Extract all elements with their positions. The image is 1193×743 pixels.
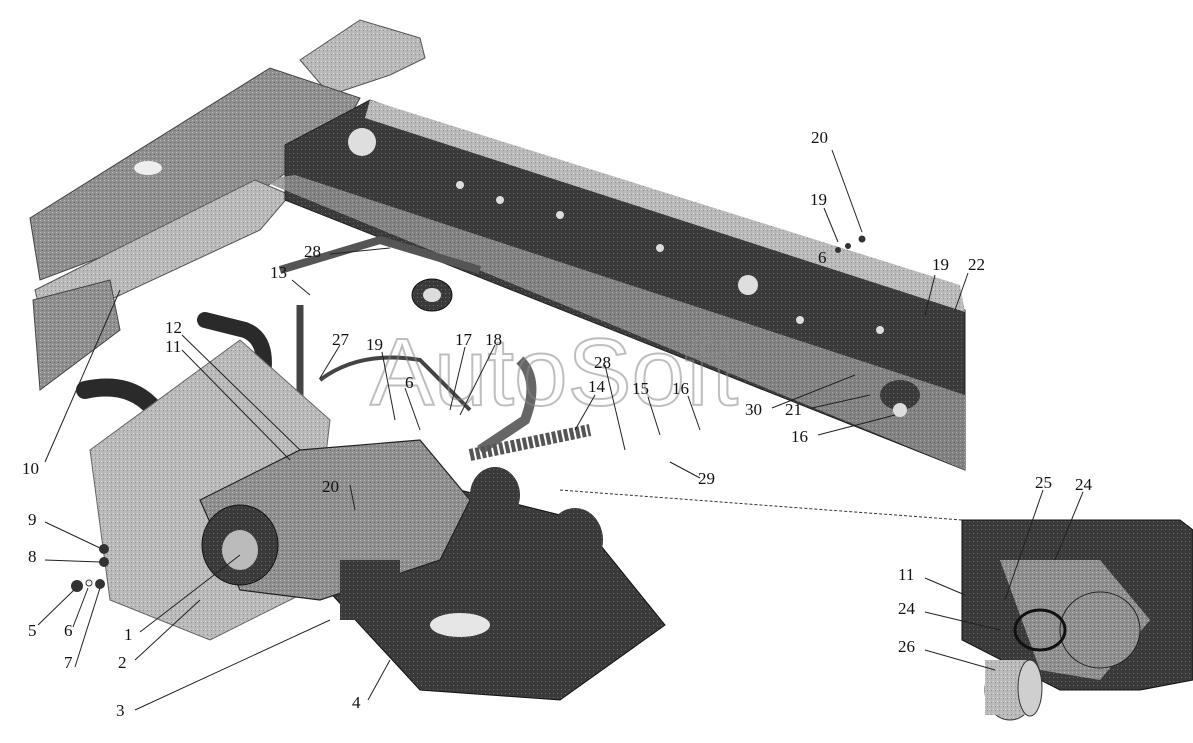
callout-3: 3 (116, 701, 125, 720)
callout-11: 11 (165, 337, 181, 356)
muffler-assembly (199, 439, 603, 620)
callout-25: 25 (1035, 473, 1052, 492)
detail-projection-line (559, 489, 963, 521)
callout-11: 11 (898, 565, 914, 584)
loose-hardware (71, 235, 866, 592)
callout-7: 7 (64, 653, 73, 672)
frame-rail (260, 99, 966, 471)
leader-lines (37, 149, 1084, 711)
callout-20: 20 (811, 128, 828, 147)
callout-28: 28 (304, 242, 321, 261)
callout-19: 19 (932, 255, 949, 274)
callout-19: 19 (810, 190, 827, 209)
callout-10: 10 (22, 459, 39, 478)
callout-1: 1 (124, 625, 133, 644)
callout-24: 24 (898, 599, 916, 618)
callout-13: 13 (270, 263, 287, 282)
callout-6: 6 (818, 248, 827, 267)
callout-5: 5 (28, 621, 37, 640)
part-26-sleeve (984, 659, 1043, 721)
callout-2: 2 (118, 653, 127, 672)
callout-6: 6 (64, 621, 73, 640)
detail-inset (961, 519, 1193, 691)
callout-21: 21 (785, 400, 802, 419)
callout-labels: 20 19 6 19 22 28 13 12 11 27 19 17 18 6 … (22, 128, 1093, 720)
callout-14: 14 (588, 377, 606, 396)
callout-6: 6 (405, 373, 414, 392)
callout-29: 29 (698, 469, 715, 488)
callout-4: 4 (352, 693, 361, 712)
callout-9: 9 (28, 510, 37, 529)
top-plate (29, 19, 426, 391)
callout-24: 24 (1075, 475, 1093, 494)
watermark: AutoSoft (370, 319, 738, 426)
callout-8: 8 (28, 547, 37, 566)
callout-15: 15 (632, 379, 649, 398)
frame-brackets (411, 278, 920, 417)
callout-12: 12 (165, 318, 182, 337)
callout-26: 26 (898, 637, 915, 656)
callout-27: 27 (332, 330, 350, 349)
callout-16: 16 (791, 427, 808, 446)
callout-20: 20 (322, 477, 339, 496)
callout-30: 30 (745, 400, 762, 419)
callout-28: 28 (594, 353, 611, 372)
callout-18: 18 (485, 330, 502, 349)
callout-19: 19 (366, 335, 383, 354)
callout-22: 22 (968, 255, 985, 274)
callout-17: 17 (455, 330, 473, 349)
callout-16: 16 (672, 379, 689, 398)
